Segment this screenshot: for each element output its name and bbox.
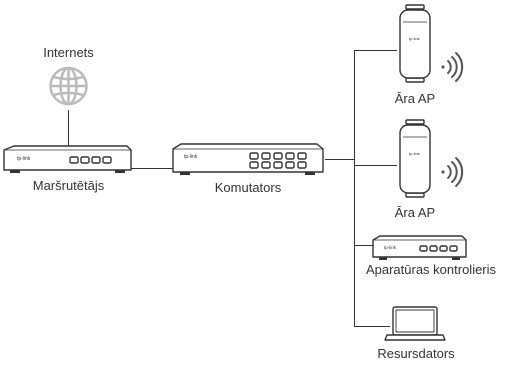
router-brand-text: tp-link — [17, 156, 31, 162]
wifi-signal-icon — [441, 158, 462, 186]
laptop-icon — [385, 307, 445, 340]
switch-label: Komutators — [198, 181, 298, 195]
controller-label: Aparatūras kontrolieris — [358, 263, 504, 277]
ap-bottom-label: Āra AP — [385, 206, 445, 220]
router-label: Maršrutētājs — [8, 179, 129, 193]
switch-brand-text: tp-link — [184, 154, 198, 160]
internet-label: Internets — [28, 46, 109, 60]
ap-bottom-icon — [400, 120, 430, 197]
globe-icon — [51, 68, 87, 104]
wifi-signal-icon — [441, 53, 462, 81]
ap-bottom-brand-text: tp-link — [409, 151, 420, 156]
ap-top-brand-text: tp-link — [409, 36, 420, 41]
ap-top-label: Āra AP — [385, 92, 445, 106]
computer-label: Resursdators — [366, 347, 466, 361]
controller-brand-text: tp-link — [384, 245, 397, 250]
ap-top-icon — [400, 5, 430, 82]
